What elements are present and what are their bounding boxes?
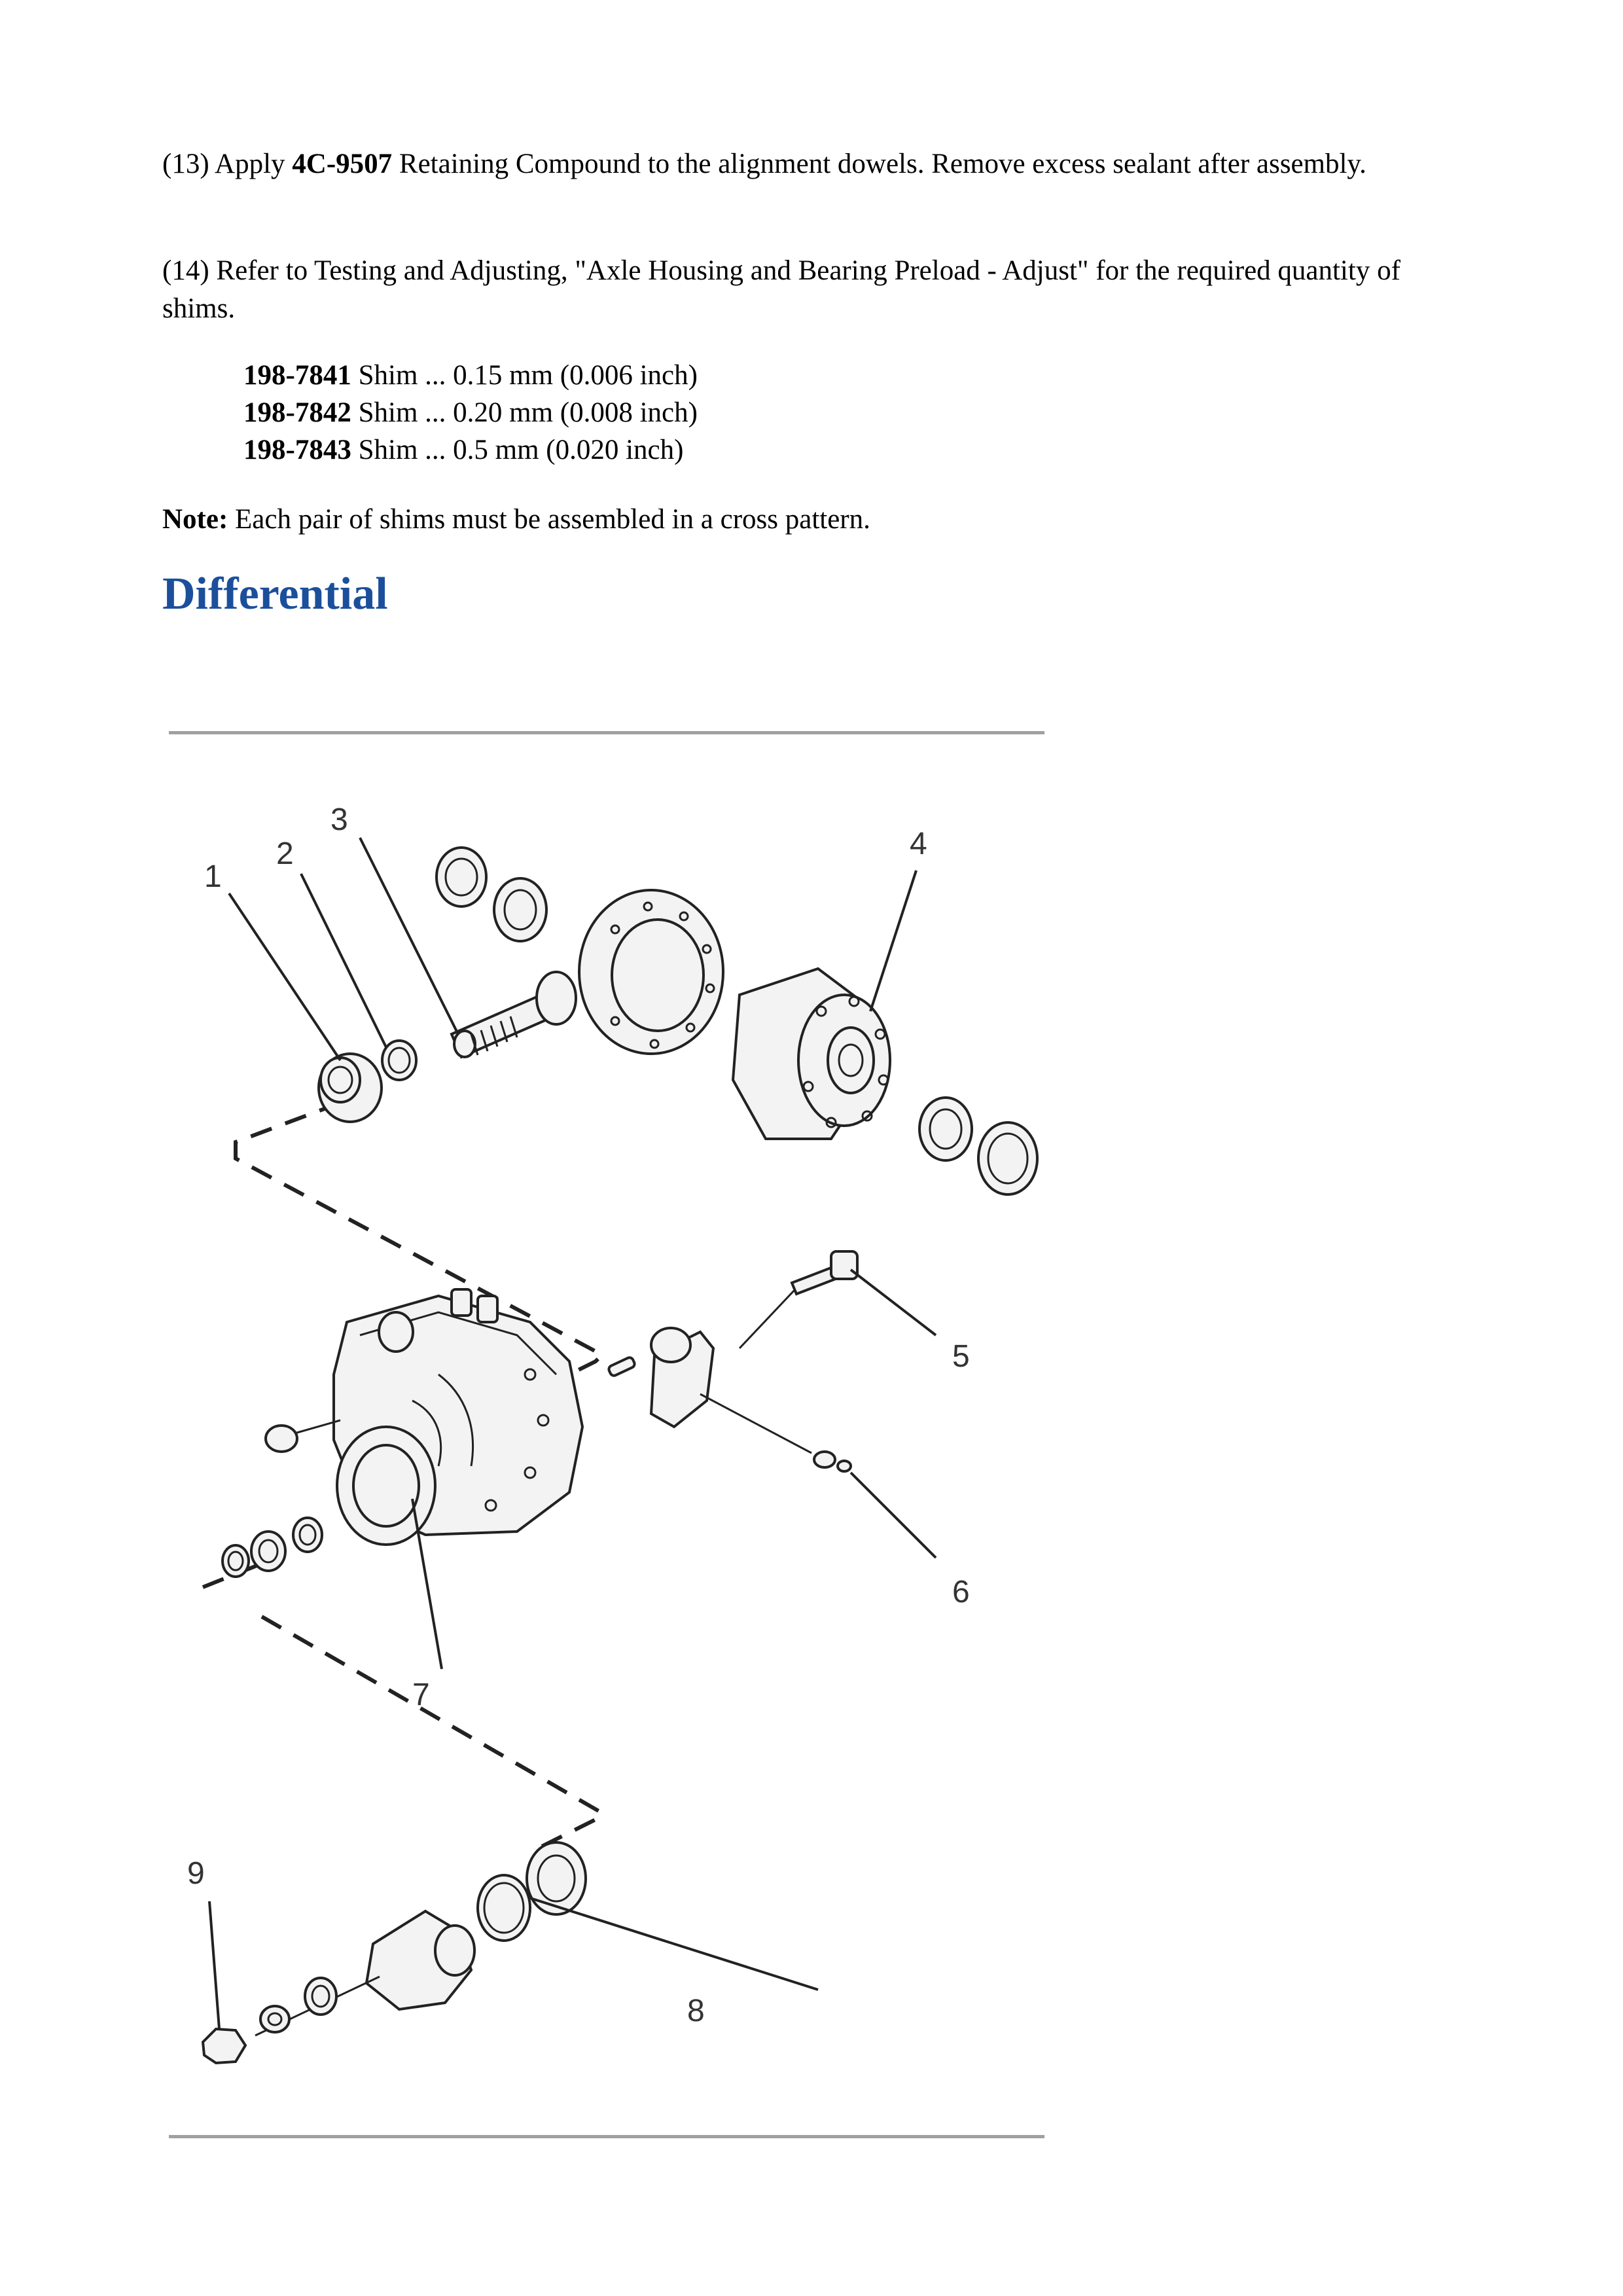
bearing-cone-part bbox=[317, 1052, 383, 1123]
dowel-pin-part bbox=[607, 1356, 636, 1377]
pinion-shaft-part bbox=[450, 971, 577, 1059]
shim-description: Shim ... 0.20 mm (0.008 inch) bbox=[351, 397, 698, 428]
callout-3: 3 bbox=[330, 802, 348, 837]
nut-part bbox=[201, 2027, 247, 2065]
bearing-cone-part bbox=[493, 877, 548, 942]
shim-part-number: 198-7843 bbox=[243, 435, 351, 465]
differential-exploded-diagram: 1 2 3 4 5 6 7 8 9 bbox=[187, 802, 1039, 2065]
washer-part bbox=[259, 2005, 291, 2034]
note-text: Note: Each pair of shims must be assembl… bbox=[162, 501, 1471, 539]
assembly-line-lower bbox=[260, 1615, 605, 1854]
callout-4: 4 bbox=[910, 827, 927, 861]
step-13-part-number: 4C-9507 bbox=[292, 149, 393, 179]
step-13-text: (13) Apply 4C-9507 Retaining Compound to… bbox=[162, 145, 1471, 183]
bearing-cup-part bbox=[435, 846, 488, 908]
shim-part bbox=[476, 1874, 531, 1942]
screw-part bbox=[700, 1393, 852, 1473]
figure-bottom-divider bbox=[169, 2135, 1044, 2138]
callout-5: 5 bbox=[952, 1339, 970, 1374]
shim-part-number: 198-7842 bbox=[243, 397, 351, 428]
bearing-cap-part bbox=[649, 1327, 715, 1429]
shim-part bbox=[381, 1039, 418, 1081]
differential-case-part bbox=[731, 967, 891, 1140]
seal-part bbox=[292, 1516, 323, 1553]
section-title: Differential bbox=[162, 569, 388, 619]
shim-line-3: 198-7843 Shim ... 0.5 mm (0.020 inch) bbox=[243, 431, 683, 469]
leader-line-3 bbox=[359, 837, 459, 1035]
drain-plug-part bbox=[264, 1419, 341, 1453]
seal-part bbox=[221, 1544, 250, 1578]
shim-description: Shim ... 0.15 mm (0.006 inch) bbox=[351, 360, 698, 391]
seal-part bbox=[304, 1977, 338, 2016]
leader-line-8 bbox=[529, 1897, 819, 1991]
bearing-cone-part bbox=[918, 1096, 973, 1162]
leader-line-5 bbox=[849, 1268, 937, 1336]
leader-line-2 bbox=[300, 873, 387, 1048]
shim-line-1: 198-7841 Shim ... 0.15 mm (0.006 inch) bbox=[243, 357, 698, 394]
axle-housing-part bbox=[332, 1288, 584, 1546]
seal-part bbox=[250, 1530, 287, 1572]
ring-gear-part bbox=[578, 889, 724, 1055]
callout-6: 6 bbox=[952, 1575, 970, 1609]
step-13-suffix: Retaining Compound to the alignment dowe… bbox=[392, 149, 1366, 179]
note-label: Note: bbox=[162, 504, 228, 535]
callout-2: 2 bbox=[276, 836, 294, 871]
callout-7: 7 bbox=[412, 1677, 430, 1712]
leader-line-9 bbox=[208, 1901, 221, 2030]
shim-part-number: 198-7841 bbox=[243, 360, 351, 391]
shim-description: Shim ... 0.5 mm (0.020 inch) bbox=[351, 435, 684, 465]
bearing-cup-part bbox=[977, 1121, 1039, 1196]
step-14-text: (14) Refer to Testing and Adjusting, "Ax… bbox=[162, 255, 1400, 324]
leader-line-1 bbox=[228, 892, 342, 1062]
note-body: Each pair of shims must be assembled in … bbox=[228, 504, 870, 535]
step-13-prefix: (13) Apply bbox=[162, 149, 293, 179]
yoke-part bbox=[255, 1909, 476, 2037]
leader-line-4 bbox=[869, 870, 918, 1012]
leader-line-6 bbox=[849, 1471, 937, 1559]
leader-line-7 bbox=[411, 1498, 443, 1670]
figure-top-divider bbox=[169, 731, 1044, 734]
callout-9: 9 bbox=[187, 1856, 205, 1891]
callout-8: 8 bbox=[687, 1994, 705, 2028]
assembly-line-upper bbox=[234, 1101, 605, 1403]
bolt-part bbox=[738, 1250, 859, 1350]
shim-line-2: 198-7842 Shim ... 0.20 mm (0.008 inch) bbox=[243, 394, 698, 431]
bearing-cup-part bbox=[526, 1841, 587, 1916]
callout-1: 1 bbox=[204, 859, 222, 894]
